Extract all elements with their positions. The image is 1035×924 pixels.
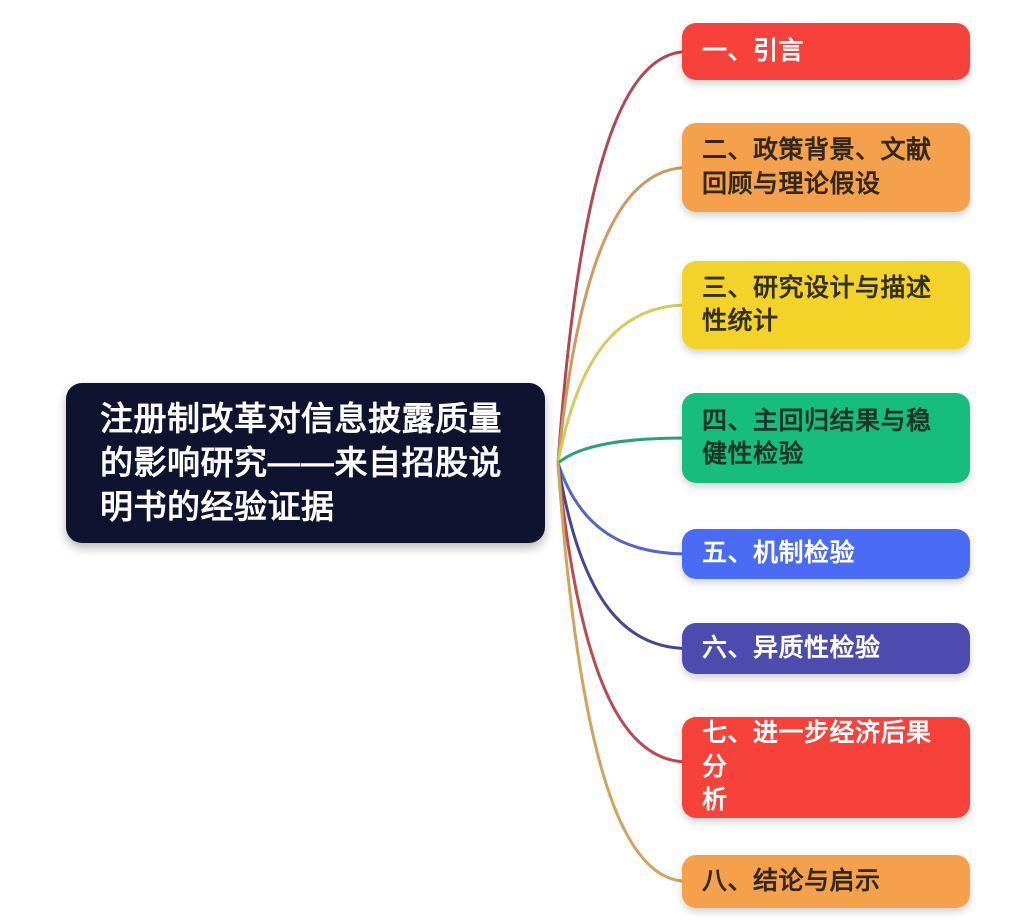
branch-node-3[interactable]: 三、研究设计与描述 性统计 (682, 261, 970, 349)
connector-line (556, 461, 690, 764)
branch-node-7[interactable]: 七、进一步经济后果分 析 (682, 717, 970, 818)
branch-node-6[interactable]: 六、异质性检验 (682, 623, 970, 674)
connector-line (556, 461, 690, 650)
branch-node-label: 二、政策背景、文献 回顾与理论假设 (702, 136, 932, 198)
branch-node-label: 七、进一步经济后果分 析 (702, 719, 932, 814)
branch-node-1[interactable]: 一、引言 (682, 23, 970, 80)
branch-node-8[interactable]: 八、结论与启示 (682, 855, 970, 908)
connector-line (556, 166, 690, 465)
branch-node-5[interactable]: 五、机制检验 (682, 529, 970, 579)
root-topic-node[interactable]: 注册制改革对信息披露质量 的影响研究——来自招股说 明书的经验证据 (66, 383, 545, 543)
connector-line (556, 436, 690, 465)
branch-node-label: 三、研究设计与描述 性统计 (702, 273, 932, 336)
branch-node-label: 一、引言 (702, 36, 805, 65)
connector-line (556, 50, 690, 465)
branch-node-label: 四、主回归结果与稳 健性检验 (702, 406, 932, 469)
root-topic-label: 注册制改革对信息披露质量 的影响研究——来自招股说 明书的经验证据 (100, 400, 502, 525)
branch-node-label: 八、结论与启示 (702, 866, 881, 895)
connector-line (556, 461, 690, 883)
connector-line (556, 461, 690, 556)
branch-node-4[interactable]: 四、主回归结果与稳 健性检验 (682, 393, 970, 483)
branch-node-label: 六、异质性检验 (702, 633, 881, 662)
branch-node-label: 五、机制检验 (702, 539, 856, 568)
branch-node-2[interactable]: 二、政策背景、文献 回顾与理论假设 (682, 123, 970, 212)
connector-line (556, 303, 690, 465)
